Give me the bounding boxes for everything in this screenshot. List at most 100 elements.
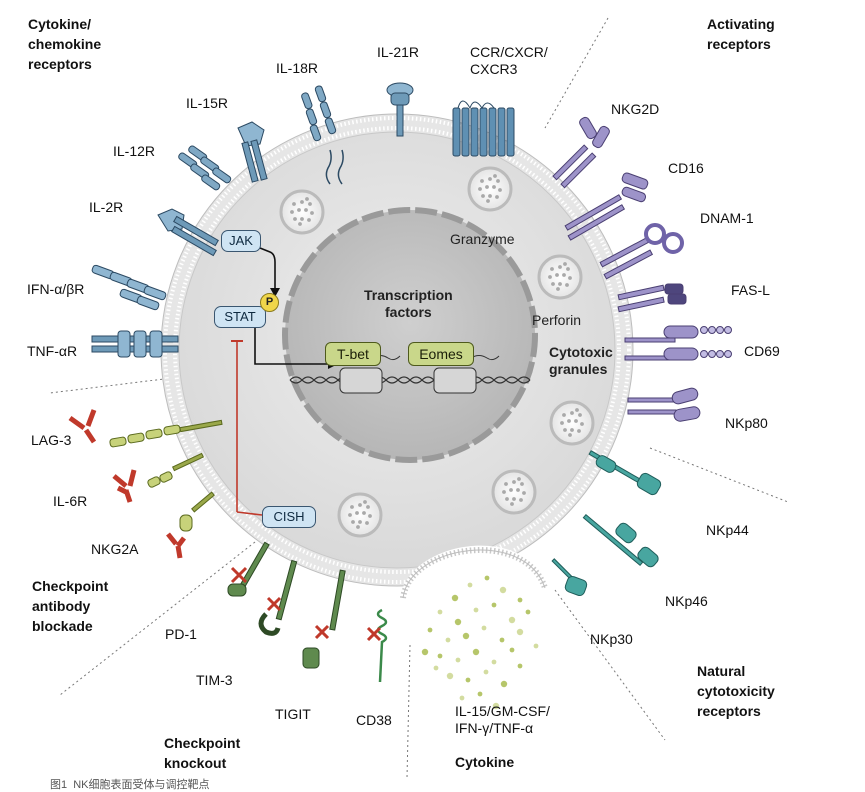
cytokine-list-line2: IFN-γ/TNF-α xyxy=(455,720,534,736)
cytokine-particle xyxy=(499,586,507,594)
cytokine-particle xyxy=(525,609,531,615)
nkg2a-icon xyxy=(166,491,215,559)
ncr-heading-line1: Natural xyxy=(697,663,746,679)
cytokine-particle xyxy=(492,702,500,710)
cd38-label: CD38 xyxy=(356,712,392,728)
cish-box: CISH xyxy=(262,506,316,528)
cytokine-particle xyxy=(437,653,443,659)
cytokine-particle xyxy=(445,637,451,643)
cytokine-particle xyxy=(491,602,497,608)
ncr-heading-line3: receptors xyxy=(697,703,761,719)
granule xyxy=(549,400,595,446)
cytokine-particle xyxy=(472,648,480,656)
granule xyxy=(467,166,513,212)
jak-box: JAK xyxy=(221,230,261,252)
dnam1-label: DNAM-1 xyxy=(700,210,754,226)
granule xyxy=(537,254,583,300)
blockade-heading-line3: blockade xyxy=(32,618,93,634)
ncr-heading-line2: cytotoxicity xyxy=(697,683,775,699)
cd69-label: CD69 xyxy=(744,343,780,359)
il6r-icon xyxy=(112,452,205,503)
granules-line2: granules xyxy=(549,361,608,377)
ccr-label-line2: CXCR3 xyxy=(470,61,518,77)
dna-strand xyxy=(289,376,531,384)
figure-caption: 图1 NK细胞表面受体与调控靶点 xyxy=(50,779,210,791)
cytokine-particle xyxy=(446,672,454,680)
activating-receptors-heading: Activating receptors xyxy=(707,14,775,54)
nkp30-label: NKp30 xyxy=(590,631,633,647)
cytokine-particle xyxy=(465,677,471,683)
activating-heading-line1: Activating xyxy=(707,16,775,32)
cytokine-list-label: IL-15/GM-CSF/ IFN-γ/TNF-α xyxy=(455,703,550,737)
ncr-icons xyxy=(551,450,662,597)
il18r-label: IL-18R xyxy=(276,60,319,76)
il12r-label: IL-12R xyxy=(113,143,156,159)
cytokine-particle xyxy=(516,628,524,636)
blockade-heading-line2: antibody xyxy=(32,598,91,614)
checkpoint-blockade-icons xyxy=(68,409,223,559)
il2r-icon xyxy=(157,208,219,257)
nkp44-label: NKp44 xyxy=(706,522,749,538)
cytokine-receptors-heading-line3: receptors xyxy=(28,56,92,72)
nkp80-label: NKp80 xyxy=(725,415,768,431)
granule xyxy=(337,492,383,538)
cytokine-list-line1: IL-15/GM-CSF/ xyxy=(455,703,550,719)
transcription-factors-label: Transcription factors xyxy=(364,287,453,321)
cytokine-particle xyxy=(451,594,459,602)
il21r-label: IL-21R xyxy=(377,44,420,60)
cytokine-particle xyxy=(421,648,429,656)
nkp46-label: NKp46 xyxy=(665,593,708,609)
checkpoint-knockout-heading: Checkpoint knockout xyxy=(164,733,240,773)
dna-binding-boxes xyxy=(339,367,477,394)
cytokine-particle xyxy=(483,669,489,675)
activating-receptor-icons xyxy=(552,116,732,422)
nkp80-icon xyxy=(627,387,701,422)
nkg2a-label: NKG2A xyxy=(91,541,139,557)
ifn-receptor-label: IFN-α/βR xyxy=(27,281,85,297)
tf-title-line1: Transcription xyxy=(364,287,453,303)
granzyme-label: Granzyme xyxy=(450,231,515,247)
tigit-label: TIGIT xyxy=(275,706,311,722)
cytokine-receptors-heading-line1: Cytokine/ xyxy=(28,16,92,32)
cytokine-receptors-heading-line2: chemokine xyxy=(28,36,102,52)
cytokine-particle xyxy=(454,618,462,626)
blockade-heading-line1: Checkpoint xyxy=(32,578,109,594)
cytotoxic-granules-label: Cytotoxic granules xyxy=(549,344,613,378)
tf-title-line2: factors xyxy=(385,304,432,320)
cytokine-particle xyxy=(433,665,439,671)
granule xyxy=(491,469,537,515)
tnf-receptor-icon xyxy=(91,330,179,358)
cytokine-particle xyxy=(491,659,497,665)
cd38-icon xyxy=(366,608,388,683)
tbet-box: T-bet xyxy=(325,342,381,366)
cytokine-particle xyxy=(481,625,487,631)
checkpoint-blockade-heading: Checkpoint antibody blockade xyxy=(32,576,108,636)
lag3-icon xyxy=(68,409,223,448)
nucleus xyxy=(282,207,538,463)
lag3-label: LAG-3 xyxy=(31,432,72,448)
granules-line1: Cytotoxic xyxy=(549,344,613,360)
nkp30-icon xyxy=(551,558,588,597)
cytokine-particle xyxy=(462,632,470,640)
tnf-receptor-label: TNF-αR xyxy=(27,343,78,359)
cytokine-particle xyxy=(533,643,539,649)
cytokine-particle xyxy=(467,582,473,588)
cytokine-pocket xyxy=(400,545,548,640)
il15r-label: IL-15R xyxy=(186,95,229,111)
cytokine-particle xyxy=(427,627,433,633)
il12r-icon xyxy=(178,145,232,191)
cytokine-particle xyxy=(455,657,461,663)
phosphate-badge: P xyxy=(260,293,279,312)
il15r-icon xyxy=(237,121,268,183)
stat-box: STAT xyxy=(214,306,266,328)
cytokine-particle xyxy=(500,680,508,688)
tim3-label: TIM-3 xyxy=(196,672,233,688)
cd69-icon xyxy=(624,325,732,361)
nkg2d-icon xyxy=(552,116,610,189)
ifn-receptor-icon xyxy=(91,264,167,311)
nkp46-icon xyxy=(582,513,659,568)
cytokine-particle xyxy=(508,616,516,624)
il2r-label: IL-2R xyxy=(89,199,124,215)
pd1-icon xyxy=(227,541,270,597)
